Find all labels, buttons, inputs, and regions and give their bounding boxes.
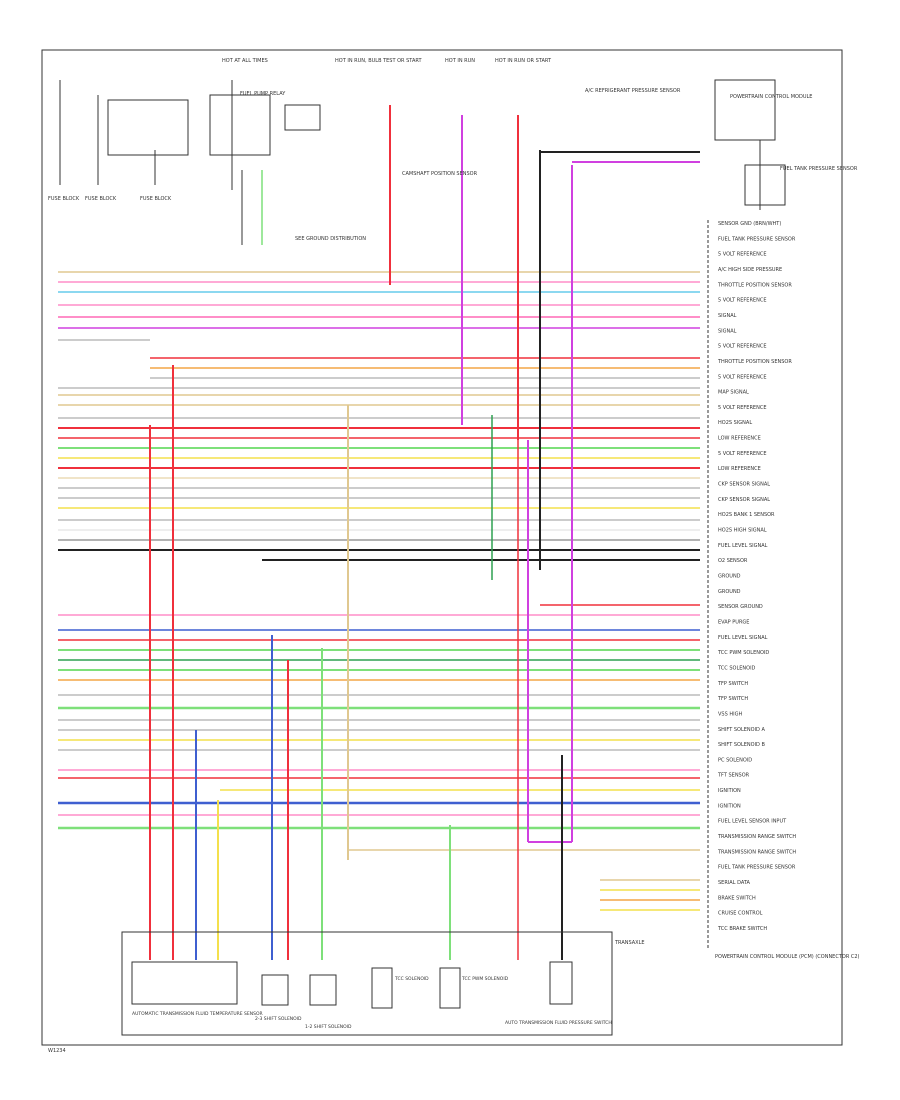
pcm-pin-label: TRANSMISSION RANGE SWITCH <box>717 834 796 840</box>
tfp-switch-body <box>549 961 573 1005</box>
pcm-pin-label: CRUISE CONTROL <box>718 911 763 917</box>
top-label-1: HOT AT ALL TIMES <box>222 58 268 64</box>
pcm-pin-label: TRANSMISSION RANGE SWITCH <box>717 849 796 855</box>
fuse-label-2: FUSE BLOCK <box>85 196 117 202</box>
pcm-pin-label: GROUND <box>718 574 741 580</box>
top-label-7: POWERTRAIN CONTROL MODULE <box>730 94 812 100</box>
pcm-pin-label: FUEL LEVEL SENSOR INPUT <box>718 819 787 825</box>
pcm-pin-label: MAP SIGNAL <box>718 390 749 396</box>
pcm-pin-label: SIGNAL <box>718 313 737 319</box>
component-ss-23: 2-3 SHIFT SOLENOID <box>255 1016 302 1022</box>
pcm-pin-label: IGNITION <box>718 803 741 809</box>
pcm-pin-label: VSS HIGH <box>718 711 742 717</box>
tcc-solenoid-body <box>371 967 393 1009</box>
pcm-pin-label: 5 VOLT REFERENCE <box>718 451 766 457</box>
horizontal-wires <box>58 151 700 911</box>
pcm-pin-label: THROTTLE POSITION SENSOR <box>717 282 792 288</box>
fuse-label-1: FUSE BLOCK <box>48 196 80 202</box>
diagram-frame <box>41 49 843 1046</box>
pcm-footer-note: POWERTRAIN CONTROL MODULE (PCM) (CONNECT… <box>715 954 860 960</box>
top-label-6: SEE GROUND DISTRIBUTION <box>295 236 366 242</box>
page-id: W1234 <box>48 1048 66 1054</box>
pcm-pin-label: EVAP PURGE <box>718 620 749 626</box>
top-label-5: FUEL PUMP RELAY <box>240 91 286 97</box>
pcm-pin-label: HO2S BANK 1 SENSOR <box>718 512 775 518</box>
pcm-pin-label: SERIAL DATA <box>718 880 751 886</box>
pcm-pin-label: SENSOR GND (BRN/WHT) <box>718 221 781 227</box>
pcm-pin-label: BRAKE SWITCH <box>718 895 756 901</box>
shift-solenoid-a-body <box>261 974 289 1006</box>
pcm-pin-label: HO2S SIGNAL <box>718 420 752 426</box>
top-label-8: A/C REFRIGERANT PRESSURE SENSOR <box>585 88 681 94</box>
component-tcc-pwm: TCC PWM SOLENOID <box>461 976 509 982</box>
pcm-pin-label: TFP SWITCH <box>717 696 748 702</box>
pcm-pin-label: TFP SWITCH <box>717 681 748 687</box>
pcm-pin-label: TFT SENSOR <box>717 773 750 779</box>
pcm-pin-label: FUEL TANK PRESSURE SENSOR <box>718 236 796 242</box>
pcm-pin-label: PC SOLENOID <box>718 757 752 763</box>
component-ss-12: 1-2 SHIFT SOLENOID <box>305 1024 352 1030</box>
pcm-pin-labels: SENSOR GND (BRN/WHT) FUEL TANK PRESSURE S… <box>717 221 796 932</box>
component-tcc: TCC SOLENOID <box>394 976 429 982</box>
top-label-3: HOT IN RUN <box>445 58 475 64</box>
pcm-pin-label: 5 VOLT REFERENCE <box>718 374 766 380</box>
pcm-pin-label: FUEL LEVEL SIGNAL <box>718 543 768 549</box>
pcm-pin-label: HO2S HIGH SIGNAL <box>718 528 767 534</box>
pcm-pin-label: SIGNAL <box>718 328 737 334</box>
pcm-pin-label: CKP SENSOR SIGNAL <box>718 497 770 503</box>
shift-solenoid-b-body <box>309 974 337 1006</box>
top-label-9: FUEL TANK PRESSURE SENSOR <box>780 166 858 172</box>
label-layer: HOT AT ALL TIMES HOT IN RUN, BULB TEST O… <box>48 58 860 1054</box>
pcm-pin-label: TCC BRAKE SWITCH <box>717 926 767 932</box>
top-label-2: HOT IN RUN, BULB TEST OR START <box>335 58 422 64</box>
tft-sensor-body <box>131 961 238 1005</box>
component-tft: AUTOMATIC TRANSMISSION FLUID TEMPERATURE… <box>132 1011 263 1017</box>
pcm-pin-label: TCC PWM SOLENOID <box>717 650 769 656</box>
top-label-10: CAMSHAFT POSITION SENSOR <box>402 171 478 177</box>
transaxle-box <box>121 931 613 1036</box>
pcm-pin-label: 5 VOLT REFERENCE <box>718 252 766 258</box>
pcm-pin-label: A/C HIGH SIDE PRESSURE <box>718 267 782 273</box>
pcm-pin-label: 5 VOLT REFERENCE <box>718 344 766 350</box>
pcm-pin-label: O2 SENSOR <box>718 558 748 564</box>
pcm-pin-label: FUEL TANK PRESSURE SENSOR <box>718 865 796 871</box>
pcm-pin-label: 5 VOLT REFERENCE <box>718 405 766 411</box>
relay-box <box>107 79 786 206</box>
component-tfp: AUTO TRANSMISSION FLUID PRESSURE SWITCH <box>505 1020 612 1026</box>
pcm-pin-label: SHIFT SOLENOID B <box>718 742 765 748</box>
pcm-pin-label: GROUND <box>718 589 741 595</box>
pcm-pin-label: IGNITION <box>718 788 741 794</box>
pcm-pin-label: TCC SOLENOID <box>717 666 756 672</box>
pcm-pin-label: CKP SENSOR SIGNAL <box>718 482 770 488</box>
pcm-pin-label: THROTTLE POSITION SENSOR <box>717 359 792 365</box>
pcm-pin-label: 5 VOLT REFERENCE <box>718 298 766 304</box>
top-label-4: HOT IN RUN OR START <box>495 58 552 64</box>
transaxle-label: TRANSAXLE <box>614 940 645 946</box>
fuse-label-3: FUSE BLOCK <box>140 196 172 202</box>
tcc-pwm-body <box>439 967 461 1009</box>
pcm-pin-label: LOW REFERENCE <box>718 436 761 442</box>
pcm-pin-label: LOW REFERENCE <box>718 466 761 472</box>
pcm-pin-label: SENSOR GROUND <box>718 604 763 610</box>
pcm-pin-label: FUEL LEVEL SIGNAL <box>718 635 768 641</box>
vertical-wires <box>59 80 761 960</box>
pcm-pin-label: SHIFT SOLENOID A <box>718 727 765 733</box>
